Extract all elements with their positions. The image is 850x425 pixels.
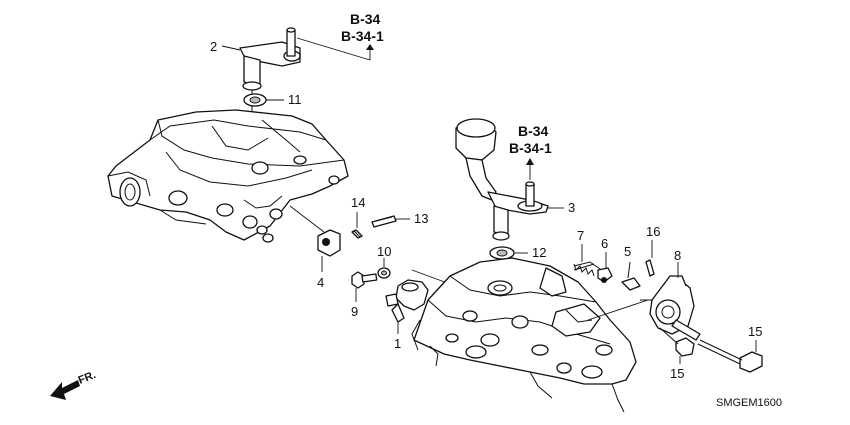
- part-15a-bolt[interactable]: [697, 339, 763, 373]
- reference-upper-line1: B-34: [350, 11, 381, 27]
- callout-16: 16: [646, 224, 660, 239]
- part-7-spring[interactable]: [573, 263, 595, 277]
- reference-middle[interactable]: B-34 B-34-1: [509, 123, 552, 180]
- callout-11: 11: [288, 92, 302, 107]
- reference-middle-line2: B-34-1: [509, 140, 552, 156]
- callout-6: 6: [601, 236, 608, 251]
- callout-5: 5: [624, 244, 631, 259]
- callout-7: 7: [577, 228, 584, 243]
- lower-housing: [411, 257, 637, 413]
- diagram-code: SMGEM1600: [716, 397, 782, 409]
- callout-1: 1: [394, 336, 401, 351]
- part-16-pin[interactable]: [645, 259, 655, 277]
- front-label: FR.: [77, 369, 98, 387]
- front-arrow-icon: [50, 380, 80, 400]
- part-12-seal[interactable]: [489, 246, 515, 260]
- part-10-washer[interactable]: [377, 267, 391, 279]
- part-13-spring-pin[interactable]: [371, 215, 397, 228]
- callout-9: 9: [351, 304, 358, 319]
- callout-4: 4: [317, 275, 324, 290]
- part-4-shift-arm[interactable]: [317, 229, 341, 257]
- callout-15b: 15: [670, 366, 684, 381]
- callout-3: 3: [568, 200, 575, 215]
- reference-middle-line1: B-34: [518, 123, 549, 139]
- part-1-interlock[interactable]: [385, 279, 429, 323]
- part-3-gear-lever[interactable]: [455, 118, 549, 241]
- callout-10: 10: [377, 244, 391, 259]
- reference-upper-line2: B-34-1: [341, 28, 384, 44]
- upper-housing: [107, 109, 349, 243]
- callout-13: 13: [414, 211, 428, 226]
- callout-2: 2: [210, 39, 217, 54]
- front-direction-marker: FR.: [50, 369, 98, 400]
- part-9-bolt[interactable]: [351, 271, 378, 289]
- callout-8: 8: [674, 248, 681, 263]
- part-11-seal[interactable]: [243, 93, 267, 107]
- part-14-spring-pin[interactable]: [351, 229, 363, 239]
- part-6-detent[interactable]: [597, 267, 613, 283]
- reference-upper[interactable]: B-34 B-34-1: [296, 11, 384, 61]
- callout-12: 12: [532, 245, 546, 260]
- part-15b-bolt[interactable]: [659, 327, 695, 357]
- part-8-switch[interactable]: [640, 275, 701, 341]
- part-5-clip[interactable]: [621, 261, 641, 291]
- callout-14: 14: [351, 195, 365, 210]
- part-2-shift-lever[interactable]: [239, 27, 301, 160]
- callout-15a: 15: [748, 324, 762, 339]
